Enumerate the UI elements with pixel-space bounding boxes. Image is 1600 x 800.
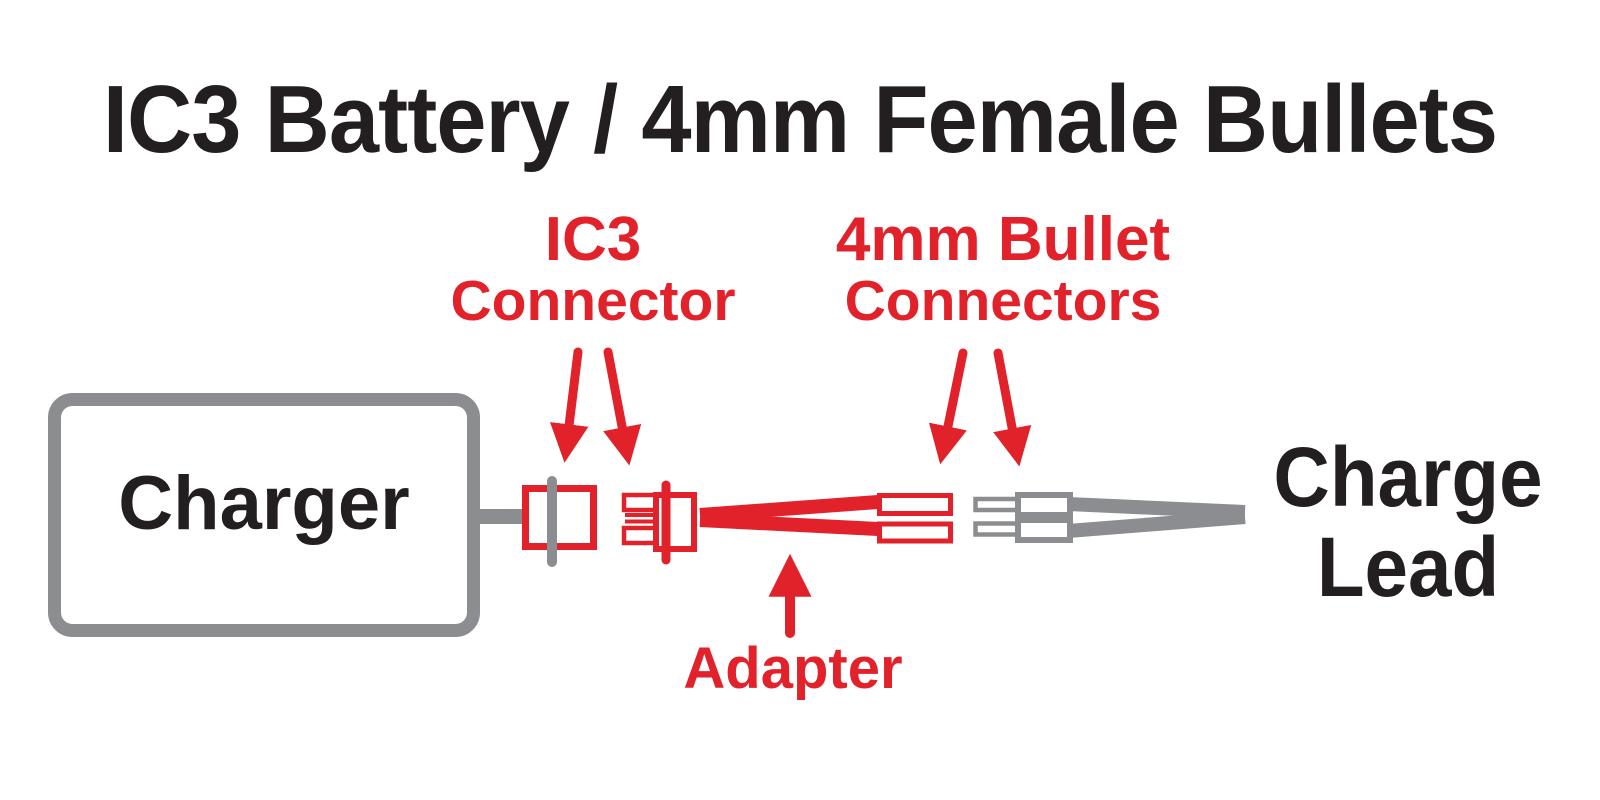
charger-wire xyxy=(472,509,528,524)
charge-lead-label-line2: Lead xyxy=(1316,520,1500,614)
adapter-split-wires xyxy=(699,495,879,536)
ic3-connector-label-line1: IC3 xyxy=(544,205,642,274)
arrow-icon-bullet-right xyxy=(993,348,1032,467)
bullet-connectors-label-line1: 4mm Bullet xyxy=(835,205,1171,274)
bullet-connectors-red xyxy=(877,493,953,544)
adapter-label: Adapter xyxy=(683,636,903,701)
charge-lead-wires xyxy=(1067,497,1246,538)
charger-label: Charger xyxy=(118,461,410,546)
charge-lead-label: Charge Lead xyxy=(1245,432,1571,612)
page-title: IC3 Battery / 4mm Female Bullets xyxy=(102,66,1498,173)
arrow-icon-ic3-right xyxy=(603,347,642,466)
bullet-connectors-gray xyxy=(973,492,1073,543)
bullet-connectors-label-line2: Connectors xyxy=(844,269,1162,333)
arrow-icon-bullet-left xyxy=(928,348,968,465)
ic3-connector-gray xyxy=(522,476,597,567)
ic3-connector-red xyxy=(621,480,697,565)
arrow-icon-ic3-left xyxy=(549,347,589,463)
charge-lead-label-line1: Charge xyxy=(1273,430,1543,524)
ic3-connector-label-line2: Connector xyxy=(450,269,736,333)
